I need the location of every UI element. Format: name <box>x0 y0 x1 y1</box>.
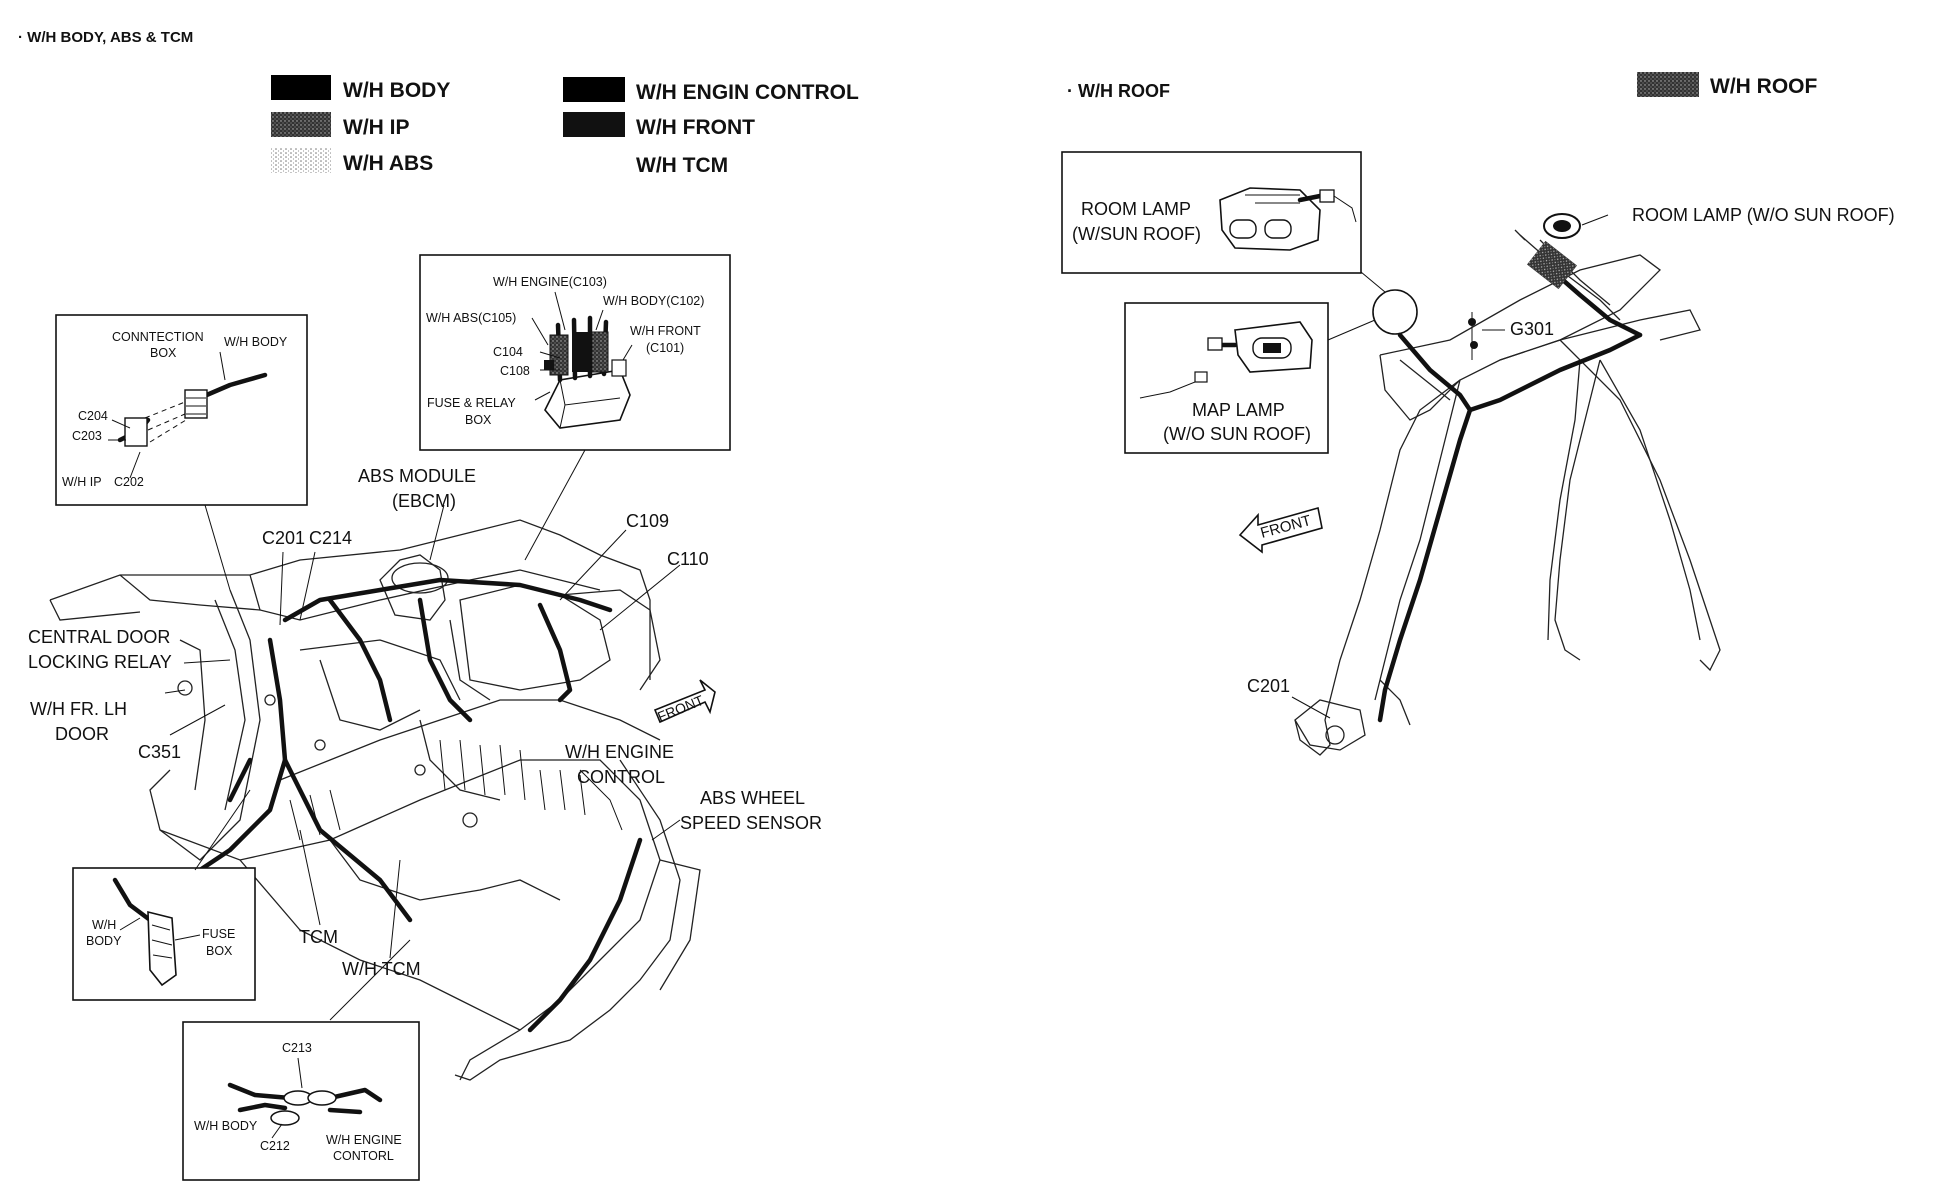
legend-swatch-wh-ip <box>271 112 331 137</box>
label-wh-fr-lh-line2: DOOR <box>55 724 109 744</box>
label-c109: C109 <box>626 511 669 531</box>
fuse-relay-c108: C108 <box>500 364 530 378</box>
label-c110: C110 <box>667 549 709 569</box>
label-central-door-line2: LOCKING RELAY <box>28 652 172 672</box>
fuse-relay-wh-front-line2: (C101) <box>646 341 684 355</box>
body-floor-drawing <box>49 519 701 1081</box>
connection-box-c202: C202 <box>114 475 144 489</box>
legend-swatch-wh-abs <box>271 148 331 173</box>
front-arrow-right: FRONT <box>1238 506 1323 554</box>
leader-lines-left <box>164 449 681 1021</box>
label-room-lamp-no-sunroof: ROOM LAMP (W/O SUN ROOF) <box>1632 205 1895 225</box>
c213-c212: C212 <box>260 1139 290 1153</box>
room-lamp-sunroof-line1: ROOM LAMP <box>1081 199 1191 219</box>
label-abs-wheel-line2: SPEED SENSOR <box>680 813 822 833</box>
legend-swatch-wh-body <box>271 75 331 100</box>
label-abs-module-line2: (EBCM) <box>392 491 456 511</box>
map-lamp-line1: MAP LAMP <box>1192 400 1285 420</box>
label-g301: G301 <box>1510 319 1554 339</box>
label-c351: C351 <box>138 742 181 762</box>
connection-box-wh-ip: W/H IP <box>62 475 102 489</box>
front-arrow-left-label: FRONT <box>655 692 706 725</box>
fuse-relay-wh-front-line1: W/H FRONT <box>630 324 701 338</box>
inset-room-lamp-sunroof: ROOM LAMP (W/SUN ROOF) <box>1061 151 1362 274</box>
label-abs-module-line1: ABS MODULE <box>358 466 476 486</box>
label-wh-engine-control-line2: CONTROL <box>577 767 665 787</box>
harness-roof <box>1377 240 1643 723</box>
leader-lines-right <box>1291 214 1609 719</box>
fuse-box-fuse-line2: BOX <box>206 944 233 958</box>
legend-label-wh-abs: W/H ABS <box>343 152 433 175</box>
label-wh-tcm: W/H TCM <box>342 959 421 979</box>
label-c201-right: C201 <box>1247 676 1290 696</box>
room-lamp-sunroof-line2: (W/SUN ROOF) <box>1072 224 1201 244</box>
legend-swatch-wh-roof <box>1637 72 1699 97</box>
inset-c213: C213 W/H BODY C212 W/H ENGINE CONTORL <box>182 1021 420 1181</box>
c213-wh-body: W/H BODY <box>194 1119 258 1133</box>
map-lamp-line2: (W/O SUN ROOF) <box>1163 424 1311 444</box>
connection-box-c204: C204 <box>78 409 108 423</box>
legend-label-wh-engin-control: W/H ENGIN CONTROL <box>636 81 859 104</box>
label-c214: C214 <box>309 528 352 548</box>
fuse-relay-wh-engine: W/H ENGINE(C103) <box>493 275 607 289</box>
room-lamp-no-sunroof-icon <box>1543 213 1581 239</box>
legend-label-wh-front: W/H FRONT <box>636 116 755 139</box>
legend-left: W/H BODY W/H IP W/H ABS W/H ENGIN CONTRO… <box>271 75 859 177</box>
c213-label: C213 <box>282 1041 312 1055</box>
harness-left <box>197 577 643 1033</box>
fuse-relay-fuse-line1: FUSE & RELAY <box>427 396 516 410</box>
fuse-box-wh-line2: BODY <box>86 934 122 948</box>
inset-fuse-box: W/H BODY FUSE BOX <box>72 867 256 1001</box>
legend-label-wh-ip: W/H IP <box>343 116 410 139</box>
front-arrow-left: FRONT <box>653 679 716 725</box>
legend-swatch-wh-engin-control <box>563 77 625 102</box>
section-title-body-abs-tcm: · W/H BODY, ABS & TCM <box>18 29 193 46</box>
inset-connection-box: CONNTECTION BOX W/H BODY C204 C203 W/H I… <box>55 314 308 506</box>
label-wh-engine-control-line1: W/H ENGINE <box>565 742 674 762</box>
section-title-roof: · W/H ROOF <box>1067 81 1170 101</box>
label-central-door-line1: CENTRAL DOOR <box>28 627 170 647</box>
label-abs-wheel-line1: ABS WHEEL <box>700 788 805 808</box>
fuse-relay-wh-body: W/H BODY(C102) <box>603 294 704 308</box>
fuse-box-fuse-line1: FUSE <box>202 927 235 941</box>
inset-fuse-relay-box: W/H ENGINE(C103) W/H BODY(C102) W/H ABS(… <box>419 254 731 451</box>
connection-box-title-line1: CONNTECTION <box>112 330 204 344</box>
roof-pillar-drawing <box>1294 229 1721 756</box>
label-tcm: TCM <box>299 927 338 947</box>
fuse-relay-wh-abs: W/H ABS(C105) <box>426 311 516 325</box>
label-c201-left: C201 <box>262 528 305 548</box>
legend-label-wh-tcm: W/H TCM <box>636 154 728 177</box>
inset-map-lamp: MAP LAMP (W/O SUN ROOF) <box>1124 302 1329 454</box>
legend-label-wh-body: W/H BODY <box>343 79 450 102</box>
legend-label-wh-roof: W/H ROOF <box>1710 75 1817 98</box>
fuse-relay-c104: C104 <box>493 345 523 359</box>
connection-box-title-line2: BOX <box>150 346 177 360</box>
c213-wh-engine-line1: W/H ENGINE <box>326 1133 402 1147</box>
connection-box-wh-body: W/H BODY <box>224 335 288 349</box>
legend-swatch-wh-front <box>563 112 625 137</box>
legend-right: W/H ROOF <box>1637 72 1817 98</box>
fuse-box-wh-line1: W/H <box>92 918 116 932</box>
label-wh-fr-lh-line1: W/H FR. LH <box>30 699 127 719</box>
connection-box-c203: C203 <box>72 429 102 443</box>
c213-wh-engine-line2: CONTORL <box>333 1149 394 1163</box>
fuse-relay-fuse-line2: BOX <box>465 413 492 427</box>
